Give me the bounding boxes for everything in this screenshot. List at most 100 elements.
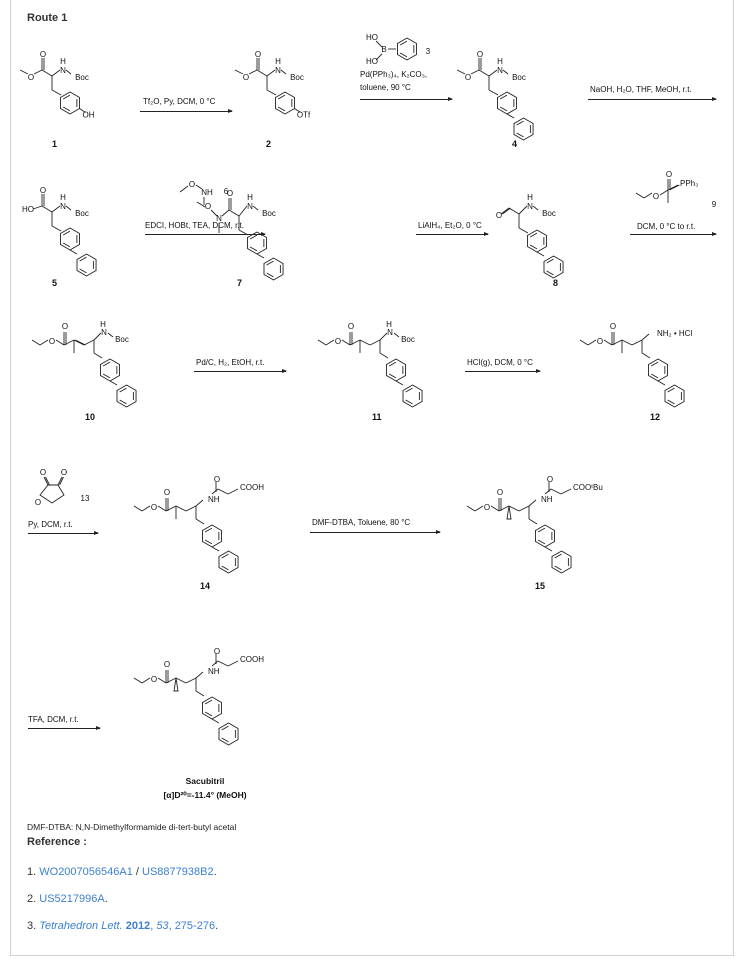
bond (195, 671, 204, 679)
ester-oxygen: O (151, 503, 157, 512)
ref-year: 2012 (125, 920, 151, 932)
benzene-ring (60, 91, 80, 115)
protecting-group: Boc (115, 335, 129, 344)
bond (659, 189, 669, 196)
bond (227, 660, 239, 667)
ref-link-wo2007056546a1[interactable]: WO2007056546A1 (39, 866, 133, 878)
bond (349, 339, 361, 346)
protecting-group: Boc (401, 335, 415, 344)
anhydride-ring (39, 484, 65, 504)
benzene-ring (275, 91, 295, 115)
nh-hydrogen: H (247, 193, 253, 202)
carbonyl-oxygen: O (61, 468, 67, 477)
bond (560, 488, 572, 495)
bond (221, 725, 229, 731)
bond (266, 69, 276, 77)
protecting-group: Boc (262, 209, 276, 218)
compound-label: 15 (535, 581, 546, 591)
acid-group: COOᵗBu (573, 483, 603, 492)
bond (133, 677, 143, 684)
bond (204, 711, 213, 717)
bond (211, 718, 220, 724)
bond (280, 69, 287, 75)
bond (393, 332, 400, 338)
bond (102, 361, 111, 367)
bond (528, 499, 537, 507)
compound-label: 7 (237, 278, 243, 288)
bond (157, 505, 167, 512)
bond (579, 339, 589, 346)
bond (39, 339, 49, 346)
reaction-arrow (28, 726, 101, 730)
carbonyl-oxygen: O (348, 322, 354, 331)
step-conditions: TFA, DCM, r.t. (28, 715, 79, 724)
carbonyl-oxygen: O (497, 488, 503, 497)
bond (554, 565, 562, 571)
bond (133, 505, 143, 512)
bond (508, 505, 520, 512)
bond (488, 89, 499, 96)
bond (508, 207, 520, 215)
carbonyl-oxygen: O (477, 50, 483, 59)
bond (217, 488, 229, 495)
bond (55, 339, 65, 346)
nh-hydrogen: H (275, 57, 281, 66)
acid-group: COOH (240, 483, 264, 492)
step-conditions: DMF-DTBA, Toluene, 80 °C (312, 518, 411, 527)
benzene-ring (397, 37, 417, 61)
ester-oxygen: O (28, 73, 34, 82)
compound-label: 8 (553, 278, 559, 288)
ref-link-us5217996a[interactable]: US5217996A (39, 893, 105, 905)
bond (528, 518, 538, 525)
reagent-number: 3 (426, 47, 431, 56)
bond (405, 399, 413, 405)
bond (234, 69, 244, 75)
bond (603, 339, 613, 346)
bond (550, 488, 562, 495)
reagent-number: 6 (224, 187, 229, 196)
bond (375, 40, 383, 48)
bond (79, 256, 87, 262)
bond (537, 527, 546, 533)
ref-link-us8877938b2[interactable]: US8877938B2 (142, 866, 214, 878)
carbonyl-oxygen: O (40, 468, 46, 477)
bond (217, 660, 229, 667)
bond (41, 205, 53, 213)
hydroxyl: HO (366, 57, 378, 66)
boron: B (381, 45, 386, 54)
nitrogen: N (275, 66, 281, 75)
bond (119, 387, 127, 393)
step-conditions: LiAlH₄, Et₂O, 0 °C (418, 221, 482, 230)
benzene-ring (402, 384, 423, 408)
ref-link-tetrahedron-lett[interactable]: Tetrahedron Lett. 2012, 53, 275-276 (39, 920, 216, 932)
bond (228, 209, 240, 217)
bond (65, 205, 72, 211)
bond (31, 339, 41, 346)
bond (51, 205, 61, 213)
bond (266, 260, 274, 266)
bond (379, 332, 388, 341)
bond (500, 207, 510, 215)
step-conditions: NaOH, H₂O, THF, MeOH, r.t. (590, 85, 692, 94)
ref-separator: / (132, 866, 142, 878)
ester-oxygen: O (597, 337, 603, 346)
bond (57, 476, 63, 486)
bond (51, 225, 62, 232)
nitrogen: N (527, 202, 533, 211)
reagent-number: 9 (712, 200, 717, 209)
bond (256, 69, 268, 77)
reference-heading: Reference : (27, 836, 87, 848)
bond (294, 108, 301, 113)
bond (238, 205, 248, 217)
bond (211, 488, 219, 495)
bond (544, 488, 552, 495)
reagent-number: 13 (81, 494, 90, 503)
